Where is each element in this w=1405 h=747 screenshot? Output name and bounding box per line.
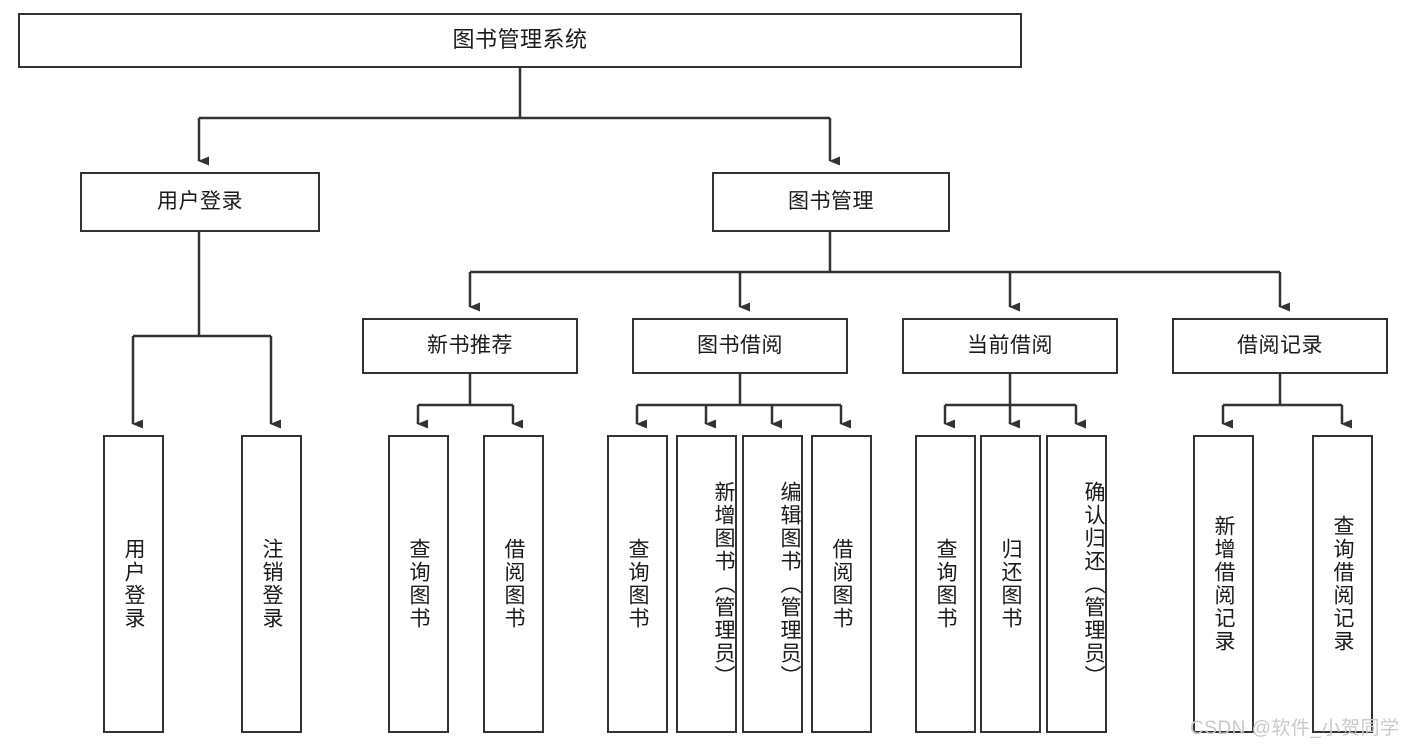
leaf-edit-book-admin[interactable]: 编辑图书（管理员） xyxy=(742,435,803,733)
node-book-borrow[interactable]: 图书借阅 xyxy=(632,318,848,374)
node-borrow-record[interactable]: 借阅记录 xyxy=(1172,318,1388,374)
node-current-borrow[interactable]: 当前借阅 xyxy=(902,318,1118,374)
node-book-management[interactable]: 图书管理 xyxy=(712,172,950,232)
leaf-query-book-nbr[interactable]: 查询图书 xyxy=(388,435,449,733)
leaf-add-borrow-record[interactable]: 新增借阅记录 xyxy=(1193,435,1254,733)
leaf-return-book[interactable]: 归还图书 xyxy=(980,435,1041,733)
leaf-query-book-cb[interactable]: 查询图书 xyxy=(915,435,976,733)
leaf-borrow-book-bb[interactable]: 借阅图书 xyxy=(811,435,872,733)
leaf-borrow-book-nbr[interactable]: 借阅图书 xyxy=(483,435,544,733)
leaf-add-book-admin[interactable]: 新增图书（管理员） xyxy=(676,435,737,733)
node-new-book-recommend[interactable]: 新书推荐 xyxy=(362,318,578,374)
node-root[interactable]: 图书管理系统 xyxy=(18,13,1022,68)
node-user-login[interactable]: 用户登录 xyxy=(80,172,320,232)
csdn-watermark: CSDN @软件_小贺同学 xyxy=(1190,718,1400,739)
leaf-confirm-return-admin[interactable]: 确认归还（管理员） xyxy=(1046,435,1107,733)
leaf-query-borrow-record[interactable]: 查询借阅记录 xyxy=(1312,435,1373,733)
leaf-query-book-bb[interactable]: 查询图书 xyxy=(607,435,668,733)
leaf-user-login[interactable]: 用户登录 xyxy=(103,435,164,733)
leaf-logout[interactable]: 注销登录 xyxy=(241,435,302,733)
